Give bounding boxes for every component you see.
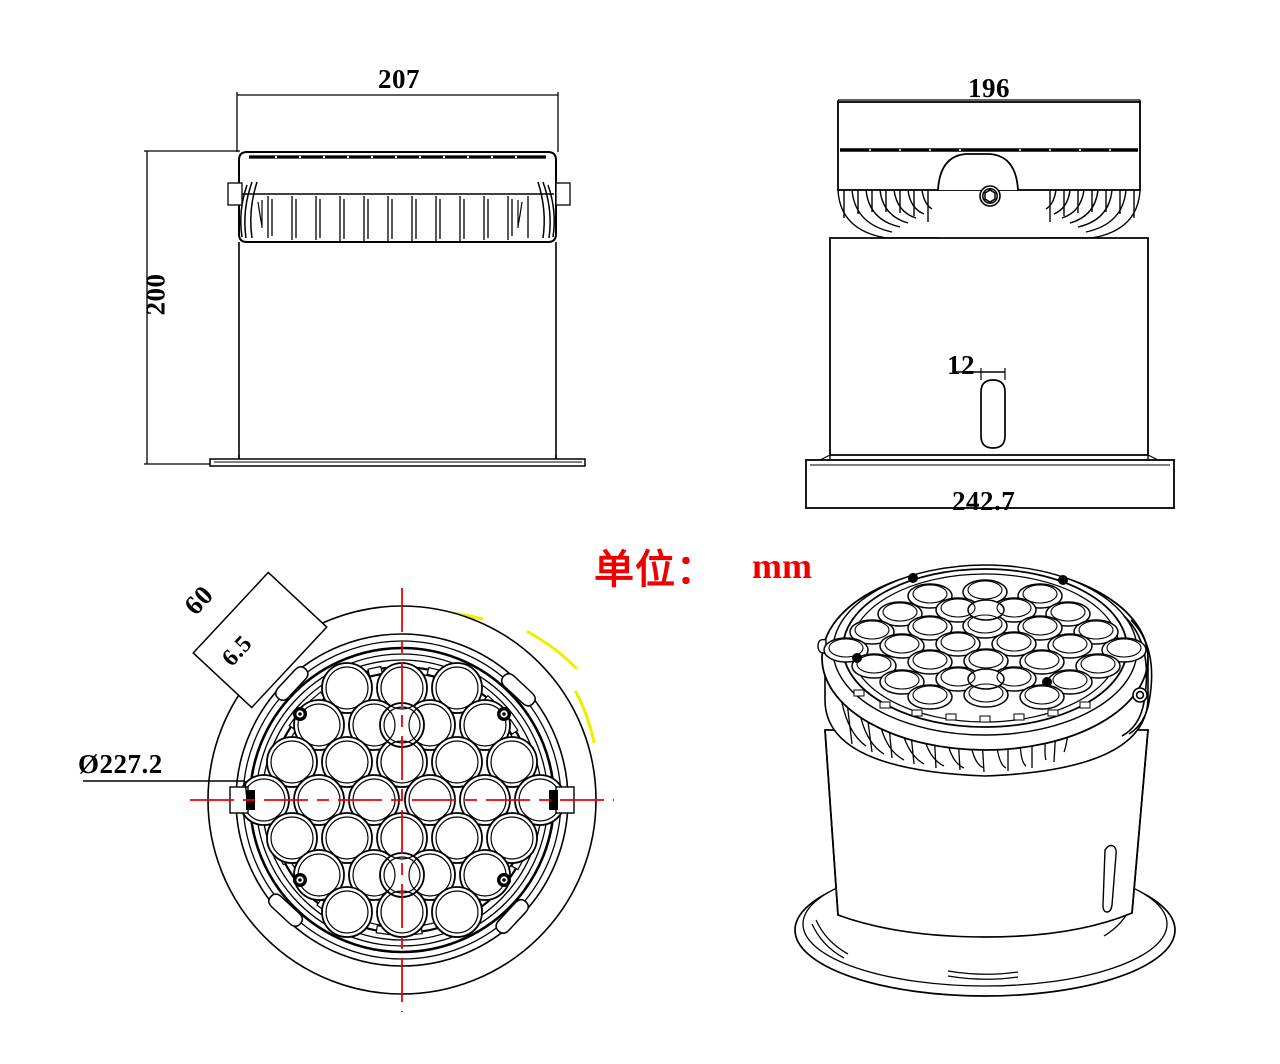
fin-stubs-front	[257, 200, 523, 228]
plan-centerlines	[190, 588, 614, 1012]
dim-diameter-leader	[83, 780, 248, 800]
base-flange-side	[805, 454, 1175, 509]
side-bracket-left	[240, 181, 258, 239]
dim-label-200: 200	[140, 273, 171, 316]
side-tab-right	[555, 182, 571, 206]
side-bracket-right	[537, 181, 555, 239]
mount-slots-plan	[268, 666, 536, 934]
fin-skirt-left	[837, 189, 938, 239]
cooling-fins-front	[267, 196, 529, 241]
base-flange-front	[209, 455, 586, 467]
plan-screws	[293, 707, 511, 887]
bottom-plan-geometry	[83, 571, 614, 1012]
mount-bracket-side	[937, 153, 1019, 207]
lens-cap-outline	[238, 151, 557, 243]
dim-60-65-box	[192, 571, 328, 709]
dim-label-242-7: 242.7	[952, 486, 1016, 516]
dim-label-diameter-227-2: Ø227.2	[78, 749, 163, 779]
iso-body	[824, 729, 1149, 938]
isometric-geometry	[794, 564, 1176, 997]
iso-head-ticks	[853, 689, 1091, 723]
dim-200-line	[144, 150, 240, 465]
dim-label-207: 207	[378, 64, 420, 94]
iso-body-slot	[1102, 844, 1117, 913]
cap-top-dots	[274, 155, 518, 159]
unit-note-chinese: 单位：	[594, 547, 717, 592]
unit-note-mm: mm	[752, 546, 812, 586]
iso-led-array	[823, 579, 1147, 710]
front-elevation-geometry	[144, 92, 586, 467]
body-cylinder-front	[238, 242, 557, 459]
dim-label-12: 12	[947, 350, 975, 380]
iso-side-bracket	[1121, 615, 1153, 737]
fin-skirt-right	[1040, 189, 1141, 239]
slot-12-geometry	[955, 368, 1006, 449]
side-tab-left	[227, 182, 243, 206]
iso-screws	[852, 573, 1068, 687]
dim-label-196: 196	[968, 73, 1010, 103]
hex-bolt-icon	[984, 189, 996, 203]
dim-207-line	[236, 92, 559, 152]
side-elevation-geometry	[805, 99, 1175, 509]
